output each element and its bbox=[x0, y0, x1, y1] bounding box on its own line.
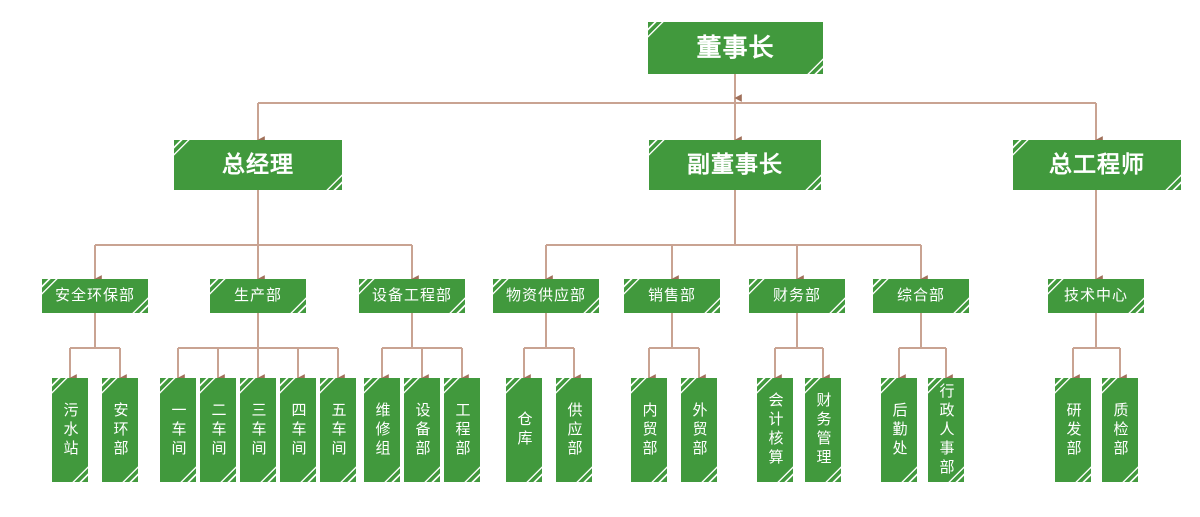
node-label: 工程部 bbox=[453, 401, 471, 459]
node-label: 副董事长 bbox=[687, 151, 783, 178]
node-safety-environment-dept[interactable]: 安全环保部 bbox=[42, 279, 148, 313]
node-label: 内贸部 bbox=[640, 401, 658, 459]
node-label: 研发部 bbox=[1064, 401, 1082, 459]
node-general-affairs-dept[interactable]: 综合部 bbox=[873, 279, 969, 313]
node-administration-hr-dept[interactable]: 行政人事部 bbox=[928, 378, 964, 482]
node-label: 后勤处 bbox=[890, 401, 908, 459]
node-label: 外贸部 bbox=[690, 401, 708, 459]
node-workshop-4[interactable]: 四车间 bbox=[280, 378, 316, 482]
node-label: 质检部 bbox=[1111, 401, 1129, 459]
node-label: 综合部 bbox=[896, 286, 945, 304]
node-sewage-station[interactable]: 污水站 bbox=[52, 378, 88, 482]
node-label: 四车间 bbox=[289, 401, 307, 459]
node-supply-section[interactable]: 供应部 bbox=[556, 378, 592, 482]
node-vice-chairman[interactable]: 副董事长 bbox=[649, 140, 821, 190]
node-general-manager[interactable]: 总经理 bbox=[174, 140, 342, 190]
node-material-supply-dept[interactable]: 物资供应部 bbox=[493, 279, 599, 313]
node-finance-dept[interactable]: 财务部 bbox=[749, 279, 845, 313]
node-label: 财务部 bbox=[772, 286, 821, 304]
node-equipment-engineering-dept[interactable]: 设备工程部 bbox=[359, 279, 465, 313]
node-label: 总经理 bbox=[222, 151, 294, 178]
node-workshop-5[interactable]: 五车间 bbox=[320, 378, 356, 482]
node-label: 销售部 bbox=[647, 286, 696, 304]
node-production-dept[interactable]: 生产部 bbox=[210, 279, 306, 313]
node-label: 设备部 bbox=[413, 401, 431, 459]
node-label: 污水站 bbox=[61, 401, 79, 459]
node-label: 技术中心 bbox=[1063, 286, 1128, 304]
node-label: 物资供应部 bbox=[505, 286, 586, 304]
node-label: 安环部 bbox=[111, 401, 129, 459]
node-label: 供应部 bbox=[565, 401, 583, 459]
node-label: 会计核算 bbox=[766, 392, 784, 468]
node-sales-dept[interactable]: 销售部 bbox=[624, 279, 720, 313]
node-label: 维修组 bbox=[373, 401, 391, 459]
node-warehouse[interactable]: 仓库 bbox=[506, 378, 542, 482]
node-label: 一车间 bbox=[169, 401, 187, 459]
node-label: 生产部 bbox=[233, 286, 282, 304]
node-logistics-office[interactable]: 后勤处 bbox=[881, 378, 917, 482]
node-accounting[interactable]: 会计核算 bbox=[757, 378, 793, 482]
node-quality-inspection-dept[interactable]: 质检部 bbox=[1102, 378, 1138, 482]
node-chief-engineer[interactable]: 总工程师 bbox=[1013, 140, 1181, 190]
node-domestic-trade-section[interactable]: 内贸部 bbox=[631, 378, 667, 482]
node-label: 设备工程部 bbox=[371, 286, 452, 304]
node-maintenance-group[interactable]: 维修组 bbox=[364, 378, 400, 482]
node-label: 三车间 bbox=[249, 401, 267, 459]
node-technology-center[interactable]: 技术中心 bbox=[1048, 279, 1144, 313]
node-label: 二车间 bbox=[209, 401, 227, 459]
node-workshop-1[interactable]: 一车间 bbox=[160, 378, 196, 482]
node-label: 仓库 bbox=[515, 411, 533, 449]
node-equipment-section[interactable]: 设备部 bbox=[404, 378, 440, 482]
node-rnd-dept[interactable]: 研发部 bbox=[1055, 378, 1091, 482]
node-label: 董事长 bbox=[696, 34, 775, 62]
node-label: 行政人事部 bbox=[937, 382, 955, 478]
node-financial-management[interactable]: 财务管理 bbox=[805, 378, 841, 482]
node-workshop-3[interactable]: 三车间 bbox=[240, 378, 276, 482]
node-label: 总工程师 bbox=[1049, 151, 1145, 178]
node-label: 安全环保部 bbox=[54, 286, 135, 304]
node-chairman[interactable]: 董事长 bbox=[648, 22, 823, 74]
node-safety-environment-section[interactable]: 安环部 bbox=[102, 378, 138, 482]
node-foreign-trade-section[interactable]: 外贸部 bbox=[681, 378, 717, 482]
node-engineering-section[interactable]: 工程部 bbox=[444, 378, 480, 482]
node-label: 财务管理 bbox=[814, 392, 832, 468]
node-workshop-2[interactable]: 二车间 bbox=[200, 378, 236, 482]
node-label: 五车间 bbox=[329, 401, 347, 459]
